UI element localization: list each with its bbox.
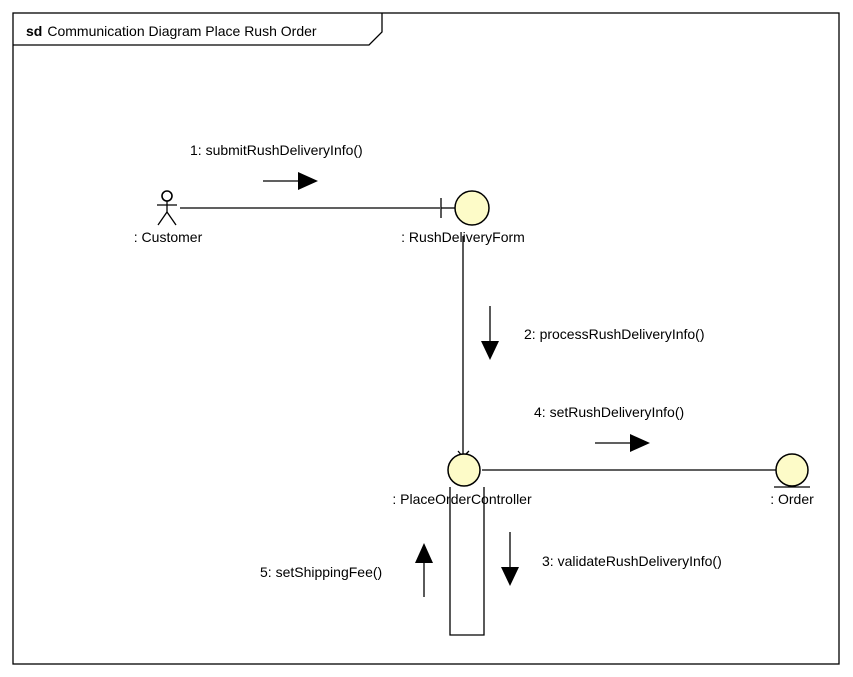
- message-label-4: 4: setRushDeliveryInfo(): [534, 404, 684, 420]
- message-arrow-down-icon: [481, 306, 499, 360]
- message-arrow-right-icon: [595, 434, 650, 452]
- frame-title: Communication Diagram Place Rush Order: [47, 23, 317, 39]
- message-arrow-up-icon: [415, 543, 433, 597]
- frame-keyword: sd: [26, 23, 42, 39]
- control-icon: [447, 453, 481, 487]
- message-label-2: 2: processRushDeliveryInfo(): [524, 326, 705, 342]
- lifeline-label-order: : Order: [770, 491, 814, 507]
- diagram-frame: [12, 12, 840, 665]
- entity-icon: [774, 453, 810, 488]
- message-arrow-down-icon: [501, 532, 519, 586]
- lifeline-label-controller: : PlaceOrderController: [392, 491, 532, 507]
- message-arrow-right-icon: [263, 172, 318, 190]
- message-label-3: 3: validateRushDeliveryInfo(): [542, 553, 722, 569]
- self-link-controller: [449, 487, 485, 636]
- boundary-icon: [440, 190, 490, 226]
- message-label-1: 1: submitRushDeliveryInfo(): [190, 142, 363, 158]
- frame-tab: [13, 13, 383, 46]
- lifeline-label-customer: : Customer: [134, 229, 203, 245]
- lifeline-label-form: : RushDeliveryForm: [401, 229, 525, 245]
- message-label-5: 5: setShippingFee(): [260, 564, 382, 580]
- customer-actor-icon: [157, 190, 177, 226]
- frame-header: sd Communication Diagram Place Rush Order: [26, 23, 317, 39]
